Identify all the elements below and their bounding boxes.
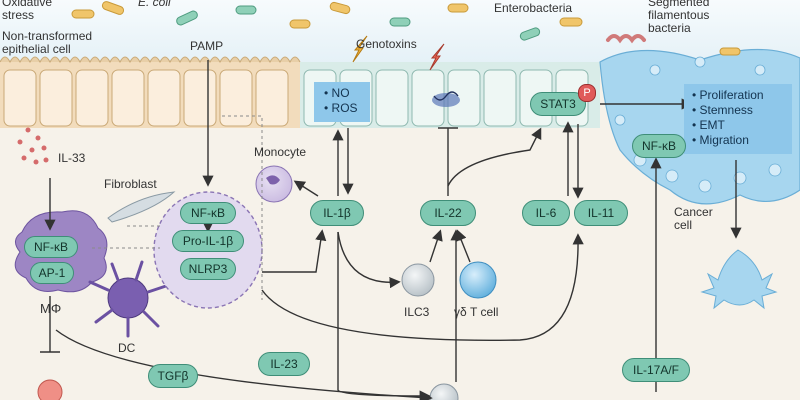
label-gdt: γδ T cell	[454, 305, 499, 319]
label-enterobacteria: Enterobacteria	[494, 1, 573, 15]
il17-node: IL-17A/F	[622, 358, 690, 382]
label-ilc3: ILC3	[404, 305, 430, 319]
dna-icon	[432, 91, 460, 107]
pro-il1b-node: Pro-IL-1β	[172, 230, 244, 252]
il33-dots	[17, 127, 49, 165]
monocyte-cell	[255, 165, 293, 203]
label-genotoxins: Genotoxins	[356, 37, 417, 51]
migrating-cancer-cell	[700, 249, 778, 310]
no-ros-box: • NO • ROS	[314, 82, 370, 122]
label-il33: IL-33	[58, 151, 86, 165]
nfkb-macrophage-node: NF-κB	[24, 236, 78, 258]
tgfb-node: TGFβ	[148, 364, 198, 388]
label-pamp: PAMP	[190, 39, 224, 53]
il11-node: IL-11	[574, 200, 628, 226]
nfkb-cancer-node: NF-κB	[632, 134, 686, 158]
nfkb-inflammasome-node: NF-κB	[180, 202, 236, 224]
il1b-node: IL-1β	[310, 200, 364, 226]
dendritic-cell	[88, 260, 168, 338]
fibroblast-cell	[107, 191, 176, 223]
stat3-node: STAT3	[530, 92, 586, 116]
label-monocyte: Monocyte	[254, 145, 307, 159]
ilc3-cell	[401, 263, 435, 297]
ros-label: • ROS	[324, 101, 358, 115]
il22-node: IL-22	[420, 200, 476, 226]
label-e-coli: E. coli	[138, 0, 171, 9]
outcomes-box: • Proliferation • Stemness • EMT • Migra…	[684, 84, 792, 154]
outcome-emt: • EMT	[692, 118, 725, 132]
label-macrophage: MΦ	[40, 301, 62, 316]
epithelium-healthy	[0, 56, 301, 128]
dashed-links	[92, 115, 263, 300]
outcome-proliferation: • Proliferation	[692, 88, 764, 102]
bottom-cell-red	[37, 379, 63, 400]
no-label: • NO	[324, 86, 350, 100]
il23-node: IL-23	[258, 352, 310, 376]
bacteria	[71, 1, 741, 56]
bottom-cell-grey	[429, 383, 459, 400]
outcome-stemness: • Stemness	[692, 103, 753, 117]
nlrp3-node: NLRP3	[180, 258, 236, 280]
genotoxin-bolt-1	[352, 35, 368, 63]
genotoxin-bolt-2	[429, 43, 445, 71]
label-fibroblast: Fibroblast	[104, 177, 157, 191]
outcome-migration: • Migration	[692, 133, 749, 147]
il6-node: IL-6	[522, 200, 570, 226]
gdt-cell	[459, 261, 497, 299]
label-dc: DC	[118, 341, 136, 355]
ap1-node: AP-1	[30, 262, 74, 284]
phospho-badge: P	[578, 84, 596, 102]
